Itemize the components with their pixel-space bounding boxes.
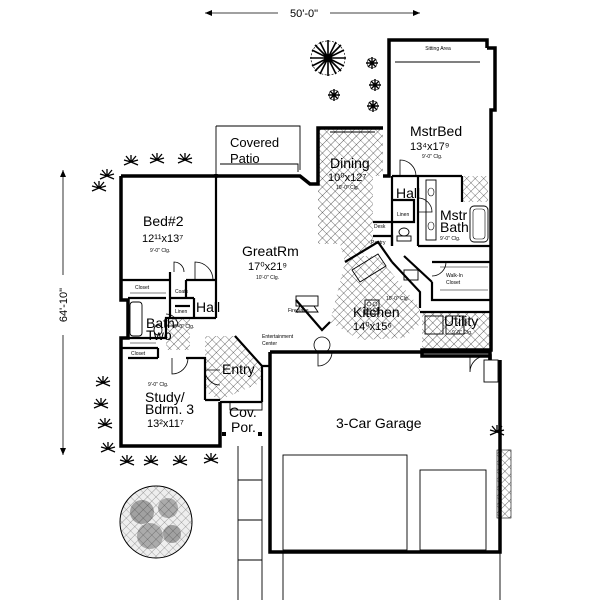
hall-lower-label: Hall (196, 299, 220, 315)
hall-upper-label: Hall (396, 185, 420, 201)
entertainment-label-2: Center (262, 341, 277, 347)
closet-bed2-label: Closet (135, 285, 150, 291)
landscaping (91, 40, 512, 559)
pantry-label: Pantry (371, 240, 386, 246)
cov-por-label-1: Cov. (229, 404, 257, 420)
mstr-bed-ceiling: 9'-0" Clg. (422, 154, 442, 160)
walk-in-label-1: Walk-In (446, 273, 463, 279)
bed2-label: Bed#2 (143, 213, 184, 229)
bath-two-label-1: Bath (146, 315, 175, 331)
study-label-2: Bdrm. 3 (145, 401, 194, 417)
study-ceiling: 9'-0" Clg. (148, 382, 168, 388)
exterior-walls (119, 38, 502, 554)
covered-patio-label-1: Covered (230, 135, 279, 150)
walk-in-label-2: Closet (446, 280, 461, 286)
bath-two-label-2: Two (146, 327, 172, 343)
room-labels: Sitting Area MstrBed 13⁴x17⁹ 9'-0" Clg. … (131, 46, 478, 435)
great-rm-size: 17⁰x21⁹ (248, 261, 287, 273)
fireplace-label: Fireplace (288, 308, 309, 314)
utility-ceiling: 9'-0" Clg. (452, 330, 472, 336)
utility-label: Utility (444, 313, 478, 329)
tile-floors (166, 128, 490, 400)
closet-study-label: Closet (131, 351, 146, 357)
study-size: 13²x11⁷ (147, 418, 184, 430)
cov-por-label-2: Por. (231, 419, 256, 435)
coats-label: Coats (175, 289, 189, 295)
desk-label: Desk (374, 224, 386, 230)
great-rm-ceiling: 10'-0" Clg. (256, 275, 279, 281)
entertainment-label-1: Entertainment (262, 334, 294, 340)
tree-icon (310, 40, 346, 76)
depth-label: 64'-10" (58, 288, 70, 322)
width-label: 50'-0" (290, 8, 318, 20)
kitchen-label: Kitchen (353, 304, 400, 320)
linen-upper-label: Linen (397, 212, 409, 218)
fixtures (129, 131, 501, 600)
dining-label: Dining (330, 155, 370, 171)
depth-dimension: 64'-10" (58, 170, 70, 455)
bed2-size: 12¹¹x13⁷ (142, 233, 183, 245)
dining-size: 10⁰x12⁷ (328, 172, 366, 184)
doors (165, 159, 487, 386)
mstr-bath-ceiling: 9'-0" Clg. (440, 236, 460, 242)
covered-patio-label-2: Patio (230, 151, 260, 166)
garage-label: 3-Car Garage (336, 415, 422, 431)
dining-ceiling: 10'-0" Clg. (336, 185, 359, 191)
kitchen-ceiling: 10'-0" Clg. (386, 296, 409, 302)
interior-walls (121, 61, 491, 404)
study-label-1: Study/ (145, 389, 185, 405)
sitting-area-label: Sitting Area (425, 46, 451, 52)
great-rm-label: GreatRm (242, 243, 299, 259)
kitchen-size: 14⁰x15⁶ (353, 321, 392, 333)
mstr-bed-label: MstrBed (410, 123, 462, 139)
mstr-bed-size: 13⁴x17⁹ (410, 141, 449, 153)
bush-icon (119, 485, 193, 559)
width-dimension: 50'-0" (205, 8, 420, 20)
bath-two-ceiling: 9'-0" Clg. (174, 324, 194, 330)
mstr-bath-label-2: Bath (440, 219, 469, 235)
entry-label: Entry (222, 361, 255, 377)
linen-lower-label: Linen (175, 309, 187, 315)
bed2-ceiling: 9'-0" Clg. (150, 248, 170, 254)
mstr-bath-label-1: Mstr (440, 207, 468, 223)
